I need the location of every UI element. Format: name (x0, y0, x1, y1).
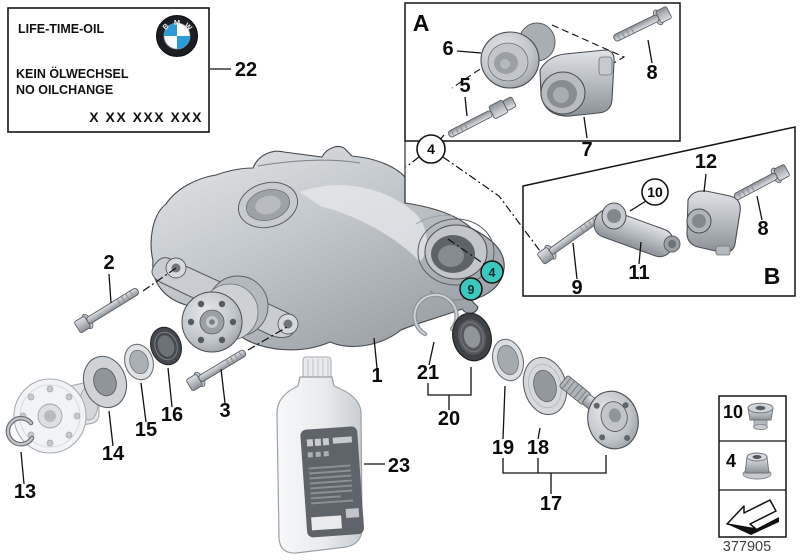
part-21-circlip (412, 292, 459, 337)
callout-20[interactable]: 20 (438, 408, 460, 430)
legend-row2-label[interactable]: 4 (726, 451, 736, 471)
housing-rear-boss (237, 181, 299, 229)
callout-23[interactable]: 23 (388, 455, 410, 477)
part-14-washer (82, 355, 128, 409)
callout-10-circled[interactable]: 10 (641, 178, 669, 206)
oil-info-line-en: NO OILCHANGE (16, 83, 113, 97)
callout-labels: 22 A 6 5 7 8 12 11 9 8 B 2 3 13 14 15 16… (14, 10, 780, 515)
fastener-legend: 10 4 (718, 395, 787, 538)
callout-18[interactable]: 18 (527, 437, 549, 459)
oil-info-title: LIFE-TIME-OIL (18, 22, 104, 36)
callout-21[interactable]: 21 (417, 362, 439, 384)
callout-8b[interactable]: 8 (757, 218, 768, 240)
oil-info-label: LIFE-TIME-OIL KEIN ÖLWECHSEL NO OILCHANG… (7, 7, 210, 133)
callout-5[interactable]: 5 (459, 75, 470, 97)
part-5-bolt (448, 96, 517, 138)
callout-14[interactable]: 14 (102, 443, 125, 465)
part-13-snap-ring (5, 415, 35, 447)
part-17-output-shaft (559, 375, 639, 450)
bmw-letter-w: W (183, 21, 195, 33)
callout-4-circled[interactable]: 4 (416, 134, 446, 164)
callout-6[interactable]: 6 (442, 38, 453, 60)
callout-1[interactable]: 1 (371, 365, 382, 387)
callout-3[interactable]: 3 (219, 400, 230, 422)
part-11-bracket (593, 202, 681, 258)
part-9-bolt (537, 213, 603, 265)
callout-7[interactable]: 7 (581, 139, 592, 161)
callout-4-highlighted[interactable]: 4 (480, 260, 504, 284)
part-12-mount (686, 190, 741, 256)
part-23-oil-bottle (276, 356, 364, 554)
callout-15[interactable]: 15 (135, 419, 157, 441)
part-8-bolt-a (613, 6, 672, 42)
part-15-ring (124, 343, 154, 381)
part-16-shaft-seal (150, 326, 182, 366)
drawing-number: 377905 (723, 539, 771, 555)
part-6-bushing (480, 22, 556, 89)
part-8-bolt-b (733, 164, 790, 201)
callout-12[interactable]: 12 (695, 151, 717, 173)
bmw-letter-b: B (161, 21, 171, 32)
differential-housing (150, 141, 505, 353)
flange-nut-icon (742, 452, 772, 480)
svg-text:10: 10 (647, 184, 663, 200)
direction-arrow-icon (726, 499, 779, 535)
callout-11[interactable]: 11 (628, 262, 649, 284)
part-2-bolt (74, 288, 139, 333)
part-3-bolt (186, 349, 247, 391)
housing-side-cover (415, 214, 495, 301)
housing-highlight (300, 185, 427, 262)
callout-9-highlighted[interactable]: 9 (459, 277, 483, 301)
collar-nut-icon (747, 402, 774, 430)
part-20-seal (452, 312, 492, 362)
alignment-lines (142, 134, 541, 351)
legend-row1-label[interactable]: 10 (723, 402, 743, 422)
leader-lines (20, 39, 763, 494)
callout-13[interactable]: 13 (14, 481, 36, 503)
bmw-letter-m: M (174, 18, 180, 27)
part-18-washer (522, 356, 568, 416)
svg-text:4: 4 (489, 266, 496, 280)
part-19-ring (491, 338, 525, 382)
oil-bottle-label (300, 426, 364, 538)
callout-22[interactable]: 22 (235, 59, 257, 81)
callout-9[interactable]: 9 (571, 277, 582, 299)
callout-17[interactable]: 17 (540, 493, 562, 515)
callout-19[interactable]: 19 (492, 437, 514, 459)
callout-8a[interactable]: 8 (646, 62, 657, 84)
part-7-bracket-mount (539, 49, 615, 117)
callout-16[interactable]: 16 (161, 404, 183, 426)
section-a-box (404, 2, 681, 142)
section-b-box (522, 126, 796, 297)
oil-info-part-code: X XX XXX XXX (89, 109, 203, 125)
oil-info-line-de: KEIN ÖLWECHSEL (16, 66, 129, 81)
bmw-roundel-icon: B M W (156, 15, 198, 57)
section-b-label: B (764, 263, 781, 289)
svg-text:4: 4 (427, 141, 435, 157)
callout-2[interactable]: 2 (103, 252, 114, 274)
section-a-label: A (413, 10, 430, 36)
svg-text:9: 9 (468, 283, 475, 297)
housing-output-hub (181, 275, 269, 353)
